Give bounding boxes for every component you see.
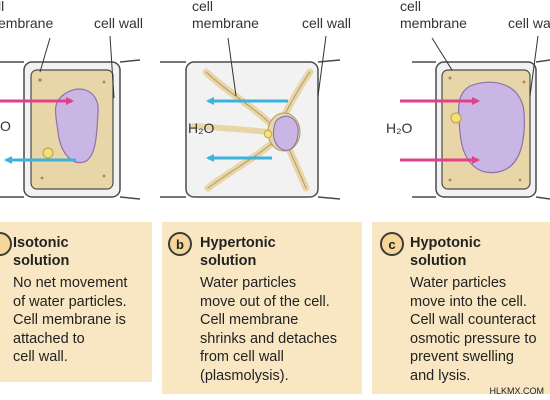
wall-label-b: cell wall [302,15,352,31]
watermark: HLKMX.COM [489,386,544,396]
card-isotonic: Isotonic solution No net movement of wat… [0,222,152,382]
nucleus-b [272,115,299,151]
card-title-c: Hypotonic solution [410,235,481,269]
wall-label-a: cell wall [94,15,144,31]
h2o-label-a: O [0,118,11,134]
badge-b: b [168,232,192,256]
card-hypotonic: c Hypotonic solution Water particles mov… [372,222,550,394]
wall-label-c: cell wa [508,15,550,31]
badge-c: c [380,232,404,256]
card-body-c: Water particles move into the cell. Cell… [410,275,537,384]
membrane-label-b: cell membrane [192,0,259,31]
card-title-a: Isotonic solution [13,235,70,269]
isotonic-cell [0,35,141,200]
h2o-label-c: H₂O [386,120,413,136]
membrane-label-a: ll embrane [0,0,54,31]
h2o-label-b: H₂O [188,120,215,136]
card-hypertonic: b Hypertonic solution Water particles mo… [162,222,362,394]
hypertonic-cell [160,35,341,200]
hypotonic-cell [400,35,550,200]
nucleus-a [54,88,99,164]
card-body-a: No net movement of water particles. Cell… [13,275,128,365]
card-title-b: Hypertonic solution [200,235,276,269]
membrane-label-c: cell membrane [400,0,467,31]
card-body-b: Water particles move out of the cell. Ce… [200,275,338,384]
badge-a [0,232,12,256]
